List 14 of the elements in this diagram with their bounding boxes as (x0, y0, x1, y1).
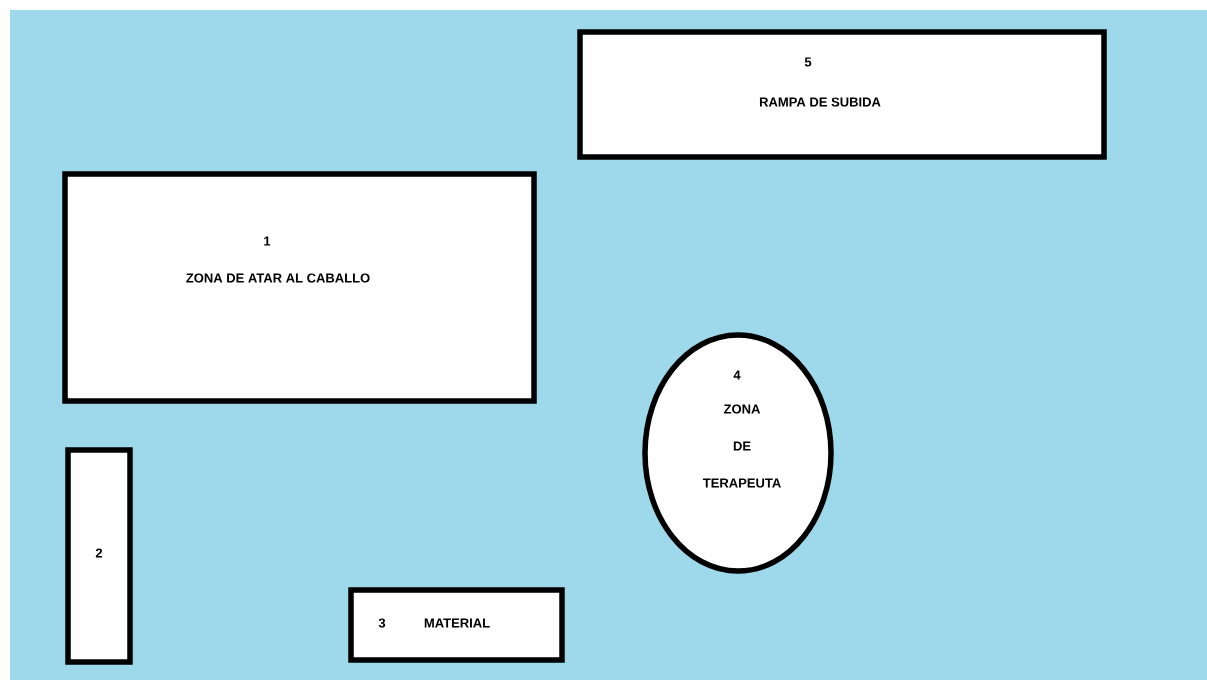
zone-box (62, 171, 537, 404)
zone-ellipse (642, 332, 834, 574)
zone-label: ZONA DE ATAR AL CABALLO (186, 273, 370, 283)
zone-label: RAMPA DE SUBIDA (759, 97, 881, 107)
zone-label: ZONA DE TERAPEUTA (702, 404, 781, 488)
zone-number: 1 (264, 236, 271, 246)
zone-number: 4 (733, 370, 741, 380)
zone-box (65, 447, 133, 665)
zone-number: 2 (95, 548, 103, 558)
zone-number: 3 (378, 618, 386, 628)
zone-box (348, 587, 565, 663)
zone-number: 5 (804, 57, 812, 67)
zone-label: MATERIAL (424, 618, 490, 628)
zone-box (577, 29, 1107, 160)
